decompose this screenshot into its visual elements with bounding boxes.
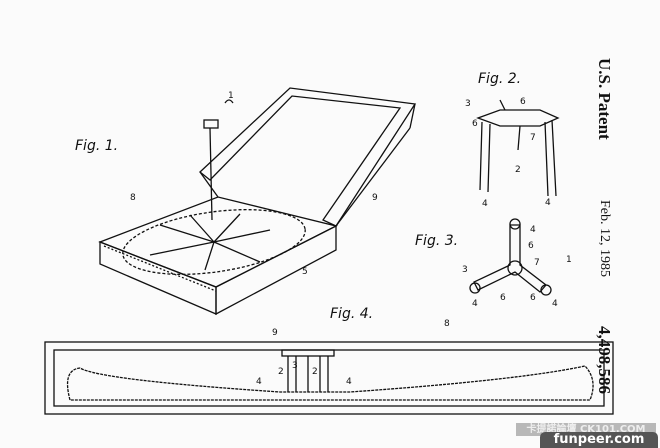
svg-text:9: 9 [372,193,378,203]
watermark-funpeer: funpeer.com [540,432,658,448]
svg-text:4: 4 [552,299,558,309]
svg-text:2: 2 [278,367,284,377]
fig1-pizza-box: Fig. 1. 1 8 9 5 [75,87,417,316]
svg-text:2: 2 [515,165,521,175]
svg-text:1: 1 [228,91,234,101]
svg-text:5: 5 [302,267,308,277]
svg-text:1: 1 [566,255,572,265]
svg-text:4: 4 [530,225,536,235]
fig2-label: Fig. 2. [478,71,521,87]
fig3-label: Fig. 3. [415,233,458,249]
fig1-label: Fig. 1. [75,138,118,154]
fig2-pizza-saver-perspective: Fig. 2. 3 6 6 7 2 4 4 [465,71,560,209]
svg-text:6: 6 [472,119,478,129]
svg-text:3: 3 [462,265,468,275]
svg-text:4: 4 [472,299,478,309]
svg-text:8: 8 [444,319,450,329]
svg-text:7: 7 [530,133,536,143]
svg-text:6: 6 [520,97,526,107]
svg-text:6: 6 [530,293,536,303]
fig3-pizza-saver-top: Fig. 3. 4 6 7 3 1 4 6 6 4 [415,218,572,309]
fig4-label: Fig. 4. [330,306,373,322]
svg-text:6: 6 [528,241,534,251]
svg-text:4: 4 [482,199,488,209]
svg-text:4: 4 [545,198,551,208]
svg-text:4: 4 [346,377,352,387]
svg-text:9: 9 [272,328,278,338]
svg-text:4: 4 [256,377,262,387]
fig4-cross-section: Fig. 4. 9 8 3 2 2 4 4 [44,306,614,415]
svg-text:6: 6 [500,293,506,303]
svg-text:2: 2 [312,367,318,377]
svg-text:3: 3 [465,99,471,109]
svg-text:8: 8 [130,193,136,203]
svg-text:3: 3 [292,361,298,371]
svg-text:7: 7 [534,258,540,268]
